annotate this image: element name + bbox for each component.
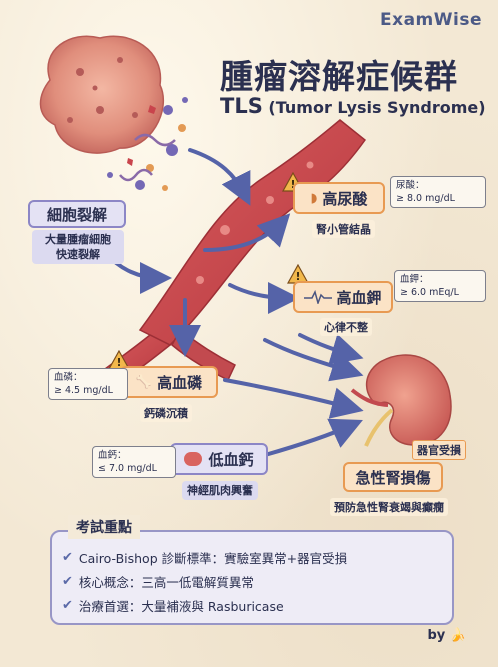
brand-logo: ExamWise — [380, 10, 482, 30]
page-title: 腫瘤溶解症候群 — [220, 57, 458, 96]
hyperphosphatemia-label: 高血磷 — [157, 373, 203, 392]
phosphate-lab-value: ≥ 4.5 mg/dL — [54, 385, 113, 396]
hyperkalemia-sub: 心律不整 — [320, 318, 372, 336]
potassium-lab-value: ≥ 6.0 mEq/L — [400, 287, 459, 298]
by-label: by — [427, 628, 446, 643]
hyperkalemia-label: 高血鉀 — [336, 288, 382, 307]
uric-acid-lab: 尿酸： ≥ 8.0 mg/dL — [390, 176, 486, 208]
svg-text:!: ! — [116, 356, 121, 369]
aki-box: 急性腎損傷 — [343, 462, 443, 492]
title-abbr: TLS — [220, 94, 263, 118]
phosphate-lab-name: 血磷： — [54, 372, 83, 383]
title-full: (Tumor Lysis Syndrome) — [268, 98, 486, 117]
tumor-cell — [39, 35, 165, 154]
hyperuricemia-label: 高尿酸 — [322, 189, 368, 208]
hyperphosphatemia-sub: 鈣磷沉積 — [140, 404, 192, 422]
cell-lysis-sub-line1: 大量腫瘤細胞 — [45, 233, 111, 246]
calcium-lab: 血鈣： ≤ 7.0 mg/dL — [92, 446, 176, 478]
muscle-icon — [184, 452, 203, 466]
hyperuricemia-sub: 腎小管結晶 — [312, 220, 375, 238]
author-credit: by 🍌 — [428, 628, 467, 643]
cell-lysis-label: 細胞裂解 — [46, 205, 107, 224]
calcium-lab-value: ≤ 7.0 mg/dL — [98, 463, 157, 474]
bone-icon: 🦴 — [135, 374, 153, 390]
cell-debris — [107, 97, 188, 191]
hyperphosphatemia-box: 🦴 高血磷 — [120, 366, 218, 398]
key-point-item: ✔ 治療首選：大量補液與 Rasburicase — [62, 596, 284, 615]
hypocalcemia-label: 低血鈣 — [208, 450, 254, 469]
key-point-item: ✔ Cairo-Bishop 診斷標準：實驗室異常+器官受損 — [62, 548, 347, 567]
kidney-icon: ◗ — [310, 190, 318, 206]
hypocalcemia-box: 低血鈣 — [170, 443, 268, 475]
hyperuricemia-box: ◗ 高尿酸 — [293, 182, 385, 214]
check-icon: ✔ — [62, 574, 73, 589]
svg-text:!: ! — [295, 270, 300, 283]
hyperkalemia-box: 高血鉀 — [293, 281, 393, 313]
page-subtitle: TLS (Tumor Lysis Syndrome) — [220, 94, 486, 118]
calcium-lab-name: 血鈣： — [98, 450, 127, 461]
check-icon: ✔ — [62, 598, 73, 613]
kidney-illustration — [350, 354, 452, 447]
key-point-text: 核心概念：三高一低電解質異常 — [78, 575, 254, 590]
hypocalcemia-sub: 神經肌肉興奮 — [182, 481, 258, 500]
flow-arrows — [103, 148, 364, 457]
key-points-title: 考試重點 — [68, 515, 140, 539]
organ-damage-tag: 器官受損 — [412, 440, 466, 460]
key-point-item: ✔ 核心概念：三高一低電解質異常 — [62, 572, 254, 591]
key-point-text: Cairo-Bishop 診斷標準：實驗室異常+器官受損 — [78, 551, 348, 566]
cell-lysis-box: 細胞裂解 — [28, 200, 126, 228]
potassium-lab: 血鉀： ≥ 6.0 mEq/L — [394, 270, 486, 302]
uric-acid-lab-name: 尿酸： — [396, 180, 425, 191]
key-point-text: 治療首選：大量補液與 Rasburicase — [78, 599, 284, 614]
ecg-icon — [304, 290, 333, 304]
check-icon: ✔ — [62, 550, 73, 565]
aki-sub: 預防急性腎衰竭與癲癇 — [330, 498, 448, 516]
aki-label: 急性腎損傷 — [355, 468, 431, 487]
cell-lysis-sub-line2: 快速裂解 — [56, 248, 100, 261]
phosphate-lab: 血磷： ≥ 4.5 mg/dL — [48, 368, 128, 400]
key-points-card — [50, 530, 454, 625]
potassium-lab-name: 血鉀： — [400, 274, 429, 285]
cell-lysis-sub: 大量腫瘤細胞 快速裂解 — [32, 230, 124, 264]
banana-icon: 🍌 — [449, 628, 466, 643]
uric-acid-lab-value: ≥ 8.0 mg/dL — [396, 193, 455, 204]
